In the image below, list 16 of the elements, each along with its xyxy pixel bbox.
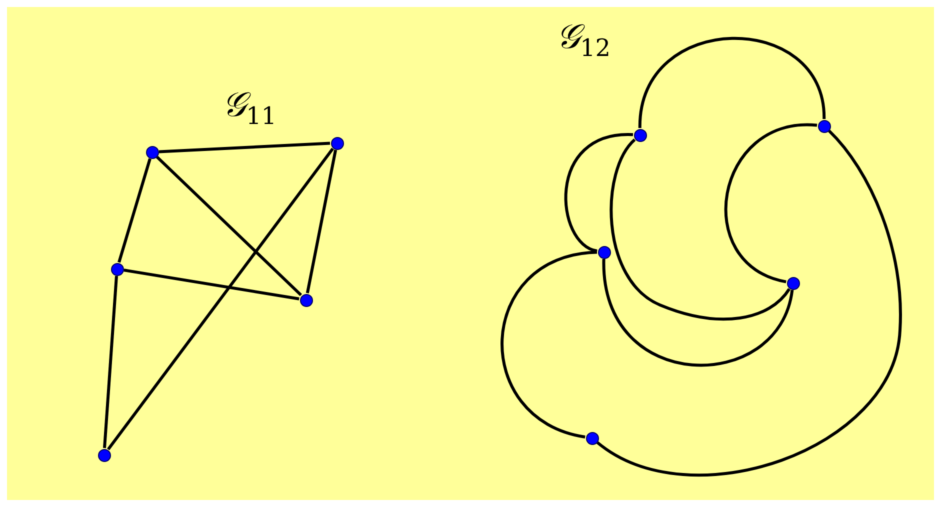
graph-edge — [124, 268, 300, 300]
graph-label: 𝒢$_{12}$ — [556, 20, 611, 60]
graph-edge — [156, 156, 302, 296]
graph-edge — [596, 130, 902, 476]
graph-label: 𝒢$_{11}$ — [222, 88, 277, 128]
graph-edge — [602, 258, 794, 366]
graph-edge — [103, 276, 118, 448]
graph-edge — [306, 150, 338, 294]
graph-edge — [724, 124, 818, 284]
graph-edge — [564, 133, 634, 252]
graph-edge — [500, 250, 598, 438]
graph-edge — [610, 138, 790, 320]
graph-edge — [118, 158, 152, 263]
graph-edge — [158, 142, 330, 154]
graph-edge — [638, 37, 826, 128]
graph-edge — [107, 148, 334, 450]
